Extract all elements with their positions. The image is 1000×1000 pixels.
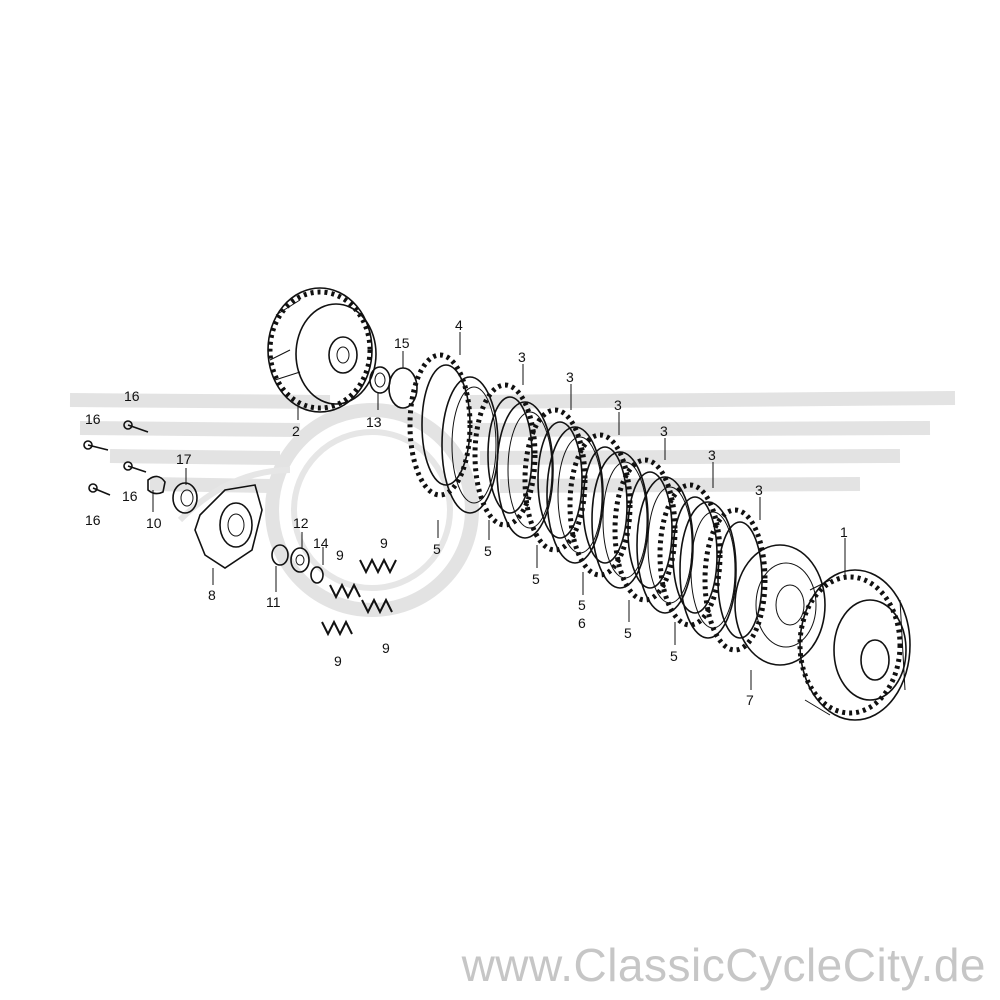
callout-9: 9 xyxy=(336,547,344,563)
callout-12: 12 xyxy=(293,515,309,531)
callout-16: 16 xyxy=(122,488,138,504)
callout-3: 3 xyxy=(660,423,668,439)
callout-8: 8 xyxy=(208,587,216,603)
callout-10: 10 xyxy=(146,515,162,531)
part-14-ring xyxy=(310,566,324,584)
plate-5-e xyxy=(679,501,737,639)
part-15-snap-ring xyxy=(388,367,418,409)
part-9-springs xyxy=(321,557,397,637)
clutch-plate-stack xyxy=(407,352,768,653)
callout-1: 1 xyxy=(840,524,848,540)
callout-2: 2 xyxy=(292,423,300,439)
part-7-pressure-plate xyxy=(734,544,826,666)
callout-15: 15 xyxy=(394,335,410,351)
part-10-lifter-piece xyxy=(147,475,166,495)
callout-11: 11 xyxy=(266,594,281,610)
callout-13: 13 xyxy=(366,414,382,430)
part-11-lock-nut xyxy=(271,544,289,566)
part-17-bearing xyxy=(172,482,198,514)
callout-3: 3 xyxy=(614,397,622,413)
plate-4 xyxy=(407,352,473,498)
callout-5: 5 xyxy=(624,625,632,641)
callout-5: 5 xyxy=(433,541,441,557)
plate-5-b xyxy=(496,401,554,539)
callout-16: 16 xyxy=(85,512,101,528)
callout-9: 9 xyxy=(380,535,388,551)
callout-16: 16 xyxy=(85,411,101,427)
watermark-url: www.ClassicCycleCity.de xyxy=(461,939,986,991)
callout-9: 9 xyxy=(382,640,390,656)
callout-16: 16 xyxy=(124,388,140,404)
callout-3: 3 xyxy=(566,369,574,385)
leader-lines xyxy=(152,332,846,690)
callout-3: 3 xyxy=(708,447,716,463)
callout-3: 3 xyxy=(518,349,526,365)
part-8-lifter-plate xyxy=(194,484,263,569)
callout-labels: 1 2 3 3 3 3 3 3 4 5 5 5 5 5 5 6 7 8 9 9 … xyxy=(85,317,848,708)
callout-17: 17 xyxy=(176,451,192,467)
part-16-bolts xyxy=(83,420,149,496)
callout-3: 3 xyxy=(755,482,763,498)
callout-5: 5 xyxy=(578,597,586,613)
plate-3-a xyxy=(472,382,538,528)
part-12-washer xyxy=(290,547,310,573)
part-1-clutch-hub xyxy=(797,569,911,721)
callout-7: 7 xyxy=(746,692,754,708)
plate-3-e xyxy=(657,482,723,628)
plate-5-a xyxy=(441,376,499,514)
callout-6: 6 xyxy=(578,615,586,631)
callout-5: 5 xyxy=(670,648,678,664)
callout-5: 5 xyxy=(532,571,540,587)
callout-14: 14 xyxy=(313,535,329,551)
callout-5: 5 xyxy=(484,543,492,559)
part-13-washer xyxy=(369,366,391,394)
callout-9: 9 xyxy=(334,653,342,669)
part-2-clutch-gear xyxy=(267,287,377,413)
callout-4: 4 xyxy=(455,317,463,333)
watermark-logo xyxy=(69,391,956,617)
